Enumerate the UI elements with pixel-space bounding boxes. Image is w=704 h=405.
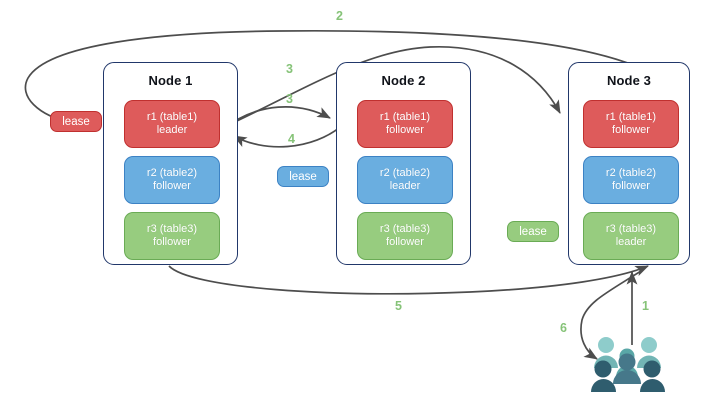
step-label-2: 2 <box>336 9 343 23</box>
step-label-4: 4 <box>288 132 295 146</box>
node-container-1: Node 1 r1 (table1) leader r2 (table2) fo… <box>103 62 238 265</box>
node-title: Node 2 <box>381 73 426 88</box>
replica-node1-r3[interactable]: r3 (table3) follower <box>124 212 220 260</box>
lease-badge-green[interactable]: lease <box>507 221 559 242</box>
replica-line1: r1 (table1) <box>379 110 431 123</box>
node-container-3: Node 3 r1 (table1) follower r2 (table2) … <box>568 62 690 265</box>
replica-node3-r2[interactable]: r2 (table2) follower <box>583 156 679 204</box>
replica-line2: follower <box>386 236 424 248</box>
replica-line2: follower <box>612 124 650 136</box>
arrow-step-4 <box>233 123 345 148</box>
step-label-5: 5 <box>395 299 402 313</box>
replica-node2-r2[interactable]: r2 (table2) leader <box>357 156 453 204</box>
lease-badge-blue[interactable]: lease <box>277 166 329 187</box>
replica-line1: r1 (table1) <box>146 110 198 123</box>
step-label-1: 1 <box>642 299 649 313</box>
replica-line1: r3 (table3) <box>146 222 198 235</box>
replica-line1: r3 (table3) <box>379 222 431 235</box>
replica-node3-r3[interactable]: r3 (table3) leader <box>583 212 679 260</box>
replica-line1: r2 (table2) <box>379 166 431 179</box>
node-title: Node 1 <box>148 73 193 88</box>
replica-line2: leader <box>156 124 188 136</box>
step-label-3-lower: 3 <box>286 92 293 106</box>
arrow-step-6 <box>580 270 642 360</box>
replica-line2: follower <box>153 236 191 248</box>
node-title: Node 3 <box>607 73 651 88</box>
replica-line1: r3 (table3) <box>605 222 657 235</box>
replica-line2: follower <box>153 180 191 192</box>
arrow-step-3-upper <box>221 46 561 129</box>
replica-line2: follower <box>386 124 424 136</box>
arrow-step-5 <box>168 265 649 295</box>
replica-node2-r3[interactable]: r3 (table3) follower <box>357 212 453 260</box>
replica-node2-r1[interactable]: r1 (table1) follower <box>357 100 453 148</box>
replica-line1: r1 (table1) <box>605 110 657 123</box>
replica-node1-r1[interactable]: r1 (table1) leader <box>124 100 220 148</box>
node-container-2: Node 2 r1 (table1) follower r2 (table2) … <box>336 62 471 265</box>
replica-node3-r1[interactable]: r1 (table1) follower <box>583 100 679 148</box>
step-label-3-upper: 3 <box>286 62 293 76</box>
step-label-6: 6 <box>560 321 567 335</box>
replica-line1: r2 (table2) <box>605 166 657 179</box>
replica-node1-r2[interactable]: r2 (table2) follower <box>124 156 220 204</box>
replica-line1: r2 (table2) <box>146 166 198 179</box>
replica-line2: leader <box>389 180 421 192</box>
arrow-step-2 <box>24 29 689 126</box>
replica-line2: leader <box>615 236 647 248</box>
replica-line2: follower <box>612 180 650 192</box>
